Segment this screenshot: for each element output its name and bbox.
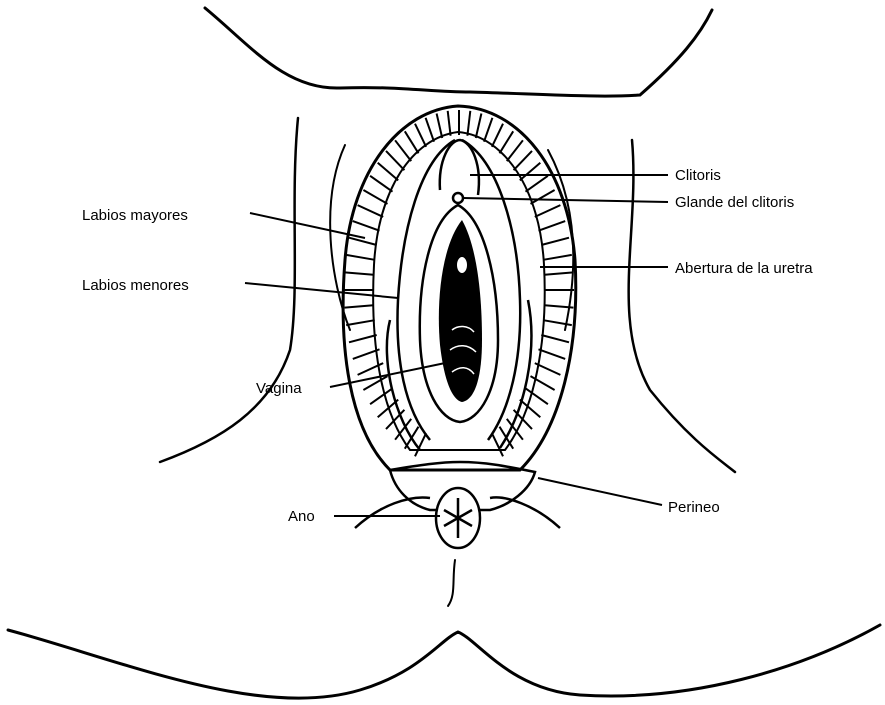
hatch-stroke (514, 151, 532, 170)
hatch-stroke (541, 238, 569, 245)
hatch-stroke (539, 221, 566, 231)
hatch-stroke (345, 272, 374, 274)
leader-glande (463, 198, 668, 202)
hatch-stroke (467, 111, 470, 136)
hatch-stroke (346, 320, 375, 325)
label-ano: Ano (288, 508, 315, 525)
hatch-stroke (370, 388, 392, 404)
hatch-stroke (386, 151, 404, 170)
vestibule (420, 205, 498, 422)
label-clitoris: Clitoris (675, 167, 721, 184)
hatch-stroke (345, 305, 374, 307)
hatch-stroke (543, 255, 572, 260)
hatch-stroke (535, 363, 561, 375)
hatch-stroke (535, 205, 561, 217)
leader-perineo (538, 478, 662, 505)
hatch-stroke (346, 255, 375, 260)
perineum-region (355, 462, 560, 548)
label-uretra: Abertura de la uretra (675, 260, 813, 277)
label-glande: Glande del clitoris (675, 194, 794, 211)
hatch-stroke (370, 176, 392, 192)
leader-labios-menores (245, 283, 398, 298)
clitoris-glans-shape (453, 193, 463, 203)
label-labios-mayores: Labios mayores (82, 207, 188, 224)
hatch-stroke (541, 335, 569, 342)
hatch-stroke (484, 118, 492, 142)
hatch-stroke (520, 400, 541, 418)
hatch-stroke (349, 238, 377, 245)
label-labios-menores: Labios menores (82, 277, 189, 294)
hatch-stroke (349, 335, 377, 342)
hatch-stroke (405, 131, 419, 153)
right-thigh-line (629, 140, 735, 472)
hatch-stroke (526, 176, 548, 192)
urethral-opening-shape (457, 257, 467, 273)
hatch-stroke (520, 163, 541, 181)
upper-body-curve (205, 8, 712, 96)
hatch-stroke (426, 118, 434, 142)
hatch-stroke (437, 114, 443, 139)
hatch-stroke (358, 205, 384, 217)
hatch-stroke (415, 124, 426, 147)
hatch-stroke (500, 131, 514, 153)
hatch-stroke (363, 190, 387, 204)
hatch-stroke (507, 140, 523, 161)
hatch-stroke (395, 140, 411, 161)
vaginal-opening-dark (439, 220, 482, 402)
gluteal-cleft (448, 560, 455, 606)
buttock-left-lower (355, 497, 430, 528)
hatch-stroke (353, 349, 380, 359)
hatch-stroke (539, 349, 566, 359)
hatch-stroke (545, 272, 574, 274)
label-perineo: Perineo (668, 499, 720, 516)
hatch-stroke (353, 221, 380, 231)
buttocks-curve (8, 625, 880, 698)
hatch-stroke (448, 111, 451, 136)
buttock-right-lower (490, 497, 560, 528)
leader-labios-mayores (250, 213, 365, 238)
hatch-stroke (531, 190, 555, 204)
label-vagina: Vagina (256, 380, 302, 397)
hatch-stroke (476, 114, 482, 139)
hatch-stroke (378, 163, 399, 181)
hatch-stroke (492, 124, 503, 147)
